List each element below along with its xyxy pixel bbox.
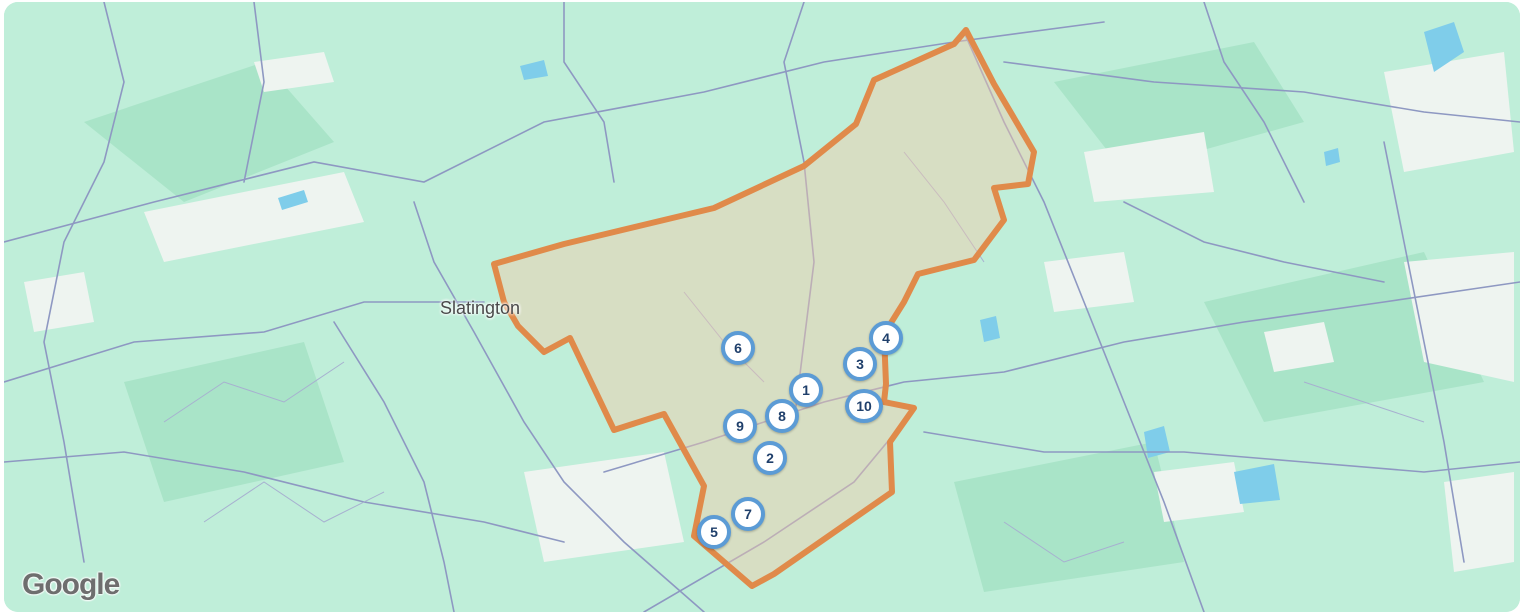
map-canvas[interactable]: Slatington 1 2 3 4 5 6 7 8 9 10 Google bbox=[4, 2, 1520, 612]
map-marker-5[interactable]: 5 bbox=[697, 515, 731, 549]
map-marker-9[interactable]: 9 bbox=[723, 409, 757, 443]
roads bbox=[4, 2, 1520, 612]
water-bodies bbox=[278, 22, 1464, 504]
map-marker-7[interactable]: 7 bbox=[731, 497, 765, 531]
map-marker-2[interactable]: 2 bbox=[753, 441, 787, 475]
place-label-slatington: Slatington bbox=[440, 298, 521, 318]
urban-patches bbox=[24, 52, 1514, 572]
map-layer bbox=[4, 2, 1520, 612]
google-logo: Google bbox=[22, 568, 120, 601]
map-marker-10[interactable]: 10 bbox=[845, 389, 883, 423]
map-marker-8[interactable]: 8 bbox=[765, 399, 799, 433]
map-marker-4[interactable]: 4 bbox=[869, 321, 903, 355]
map-marker-1[interactable]: 1 bbox=[789, 373, 823, 407]
map-marker-6[interactable]: 6 bbox=[721, 331, 755, 365]
map-marker-3[interactable]: 3 bbox=[843, 347, 877, 381]
